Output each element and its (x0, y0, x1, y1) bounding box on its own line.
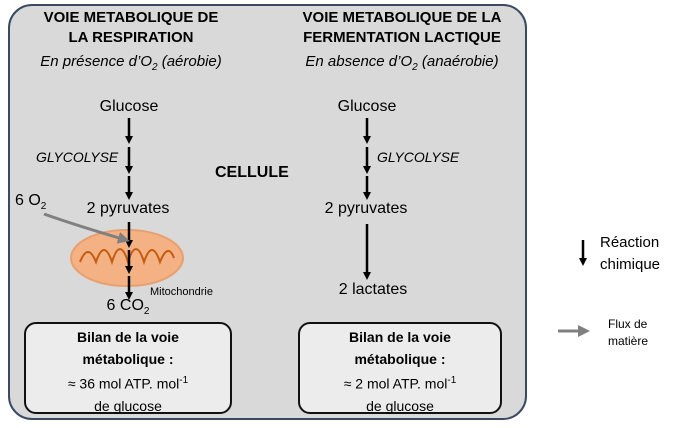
right-bilan-subtitle: métabolique : (354, 351, 446, 367)
left-title: VOIE METABOLIQUE DE LA RESPIRATION (44, 8, 219, 48)
co2-label: 6 CO2 (106, 297, 150, 318)
left-bilan-unit: de glucose (94, 397, 162, 414)
oxygen-label: 6 O2 (15, 192, 47, 213)
left-bilan-value: ≈ 36 mol ATP. mol-1 (67, 375, 189, 392)
oxygen-flux-arrow (43, 212, 130, 244)
right-condition: En absence d’O2 (anaérobie) (305, 53, 499, 73)
right-bilan-title: Bilan de la voie (349, 329, 451, 345)
left-glucose-label: Glucose (99, 98, 159, 115)
legend-flux-text: Flux de matière (608, 316, 648, 350)
legend-reaction-line2: chimique (600, 256, 661, 273)
lactates-label: 2 lactates (338, 281, 408, 298)
right-bilan-value: ≈ 2 mol ATP. mol-1 (343, 375, 457, 392)
left-title-line2: LA RESPIRATION (68, 29, 194, 46)
right-title: VOIE METABOLIQUE DE LA FERMENTATION LACT… (303, 8, 502, 48)
right-title-line1: VOIE METABOLIQUE DE LA (302, 9, 502, 26)
legend-flux-line2: matière (608, 334, 649, 348)
cell-label: CELLULE (215, 164, 289, 181)
right-pyruvates-label: 2 pyruvates (324, 200, 408, 217)
right-bilan-unit: de glucose (366, 397, 434, 414)
left-glycolyse-label: GLYCOLYSE (36, 149, 119, 165)
left-bilan-title: Bilan de la voie (77, 329, 179, 345)
mitochondrie-label: Mitochondrie (150, 286, 213, 298)
mitochondrion-icon (70, 229, 184, 287)
right-glycolyse-label: GLYCOLYSE (377, 149, 460, 165)
right-bilan-box: Bilan de la voie métabolique : ≈ 2 mol A… (298, 322, 502, 414)
right-glucose-label: Glucose (337, 98, 397, 115)
left-condition: En présence d’O2 (aérobie) (40, 53, 222, 73)
right-title-line2: FERMENTATION LACTIQUE (303, 29, 501, 46)
left-title-line1: VOIE METABOLIQUE DE (43, 9, 219, 26)
legend-flux-line1: Flux de (608, 317, 648, 331)
left-bilan-subtitle: métabolique : (82, 351, 174, 367)
left-bilan-box: Bilan de la voie métabolique : ≈ 36 mol … (24, 322, 232, 414)
left-pyruvates-label: 2 pyruvates (86, 200, 170, 217)
legend-reaction-line1: Réaction (600, 234, 660, 251)
legend-reaction-text: Réaction chimique (600, 232, 660, 276)
